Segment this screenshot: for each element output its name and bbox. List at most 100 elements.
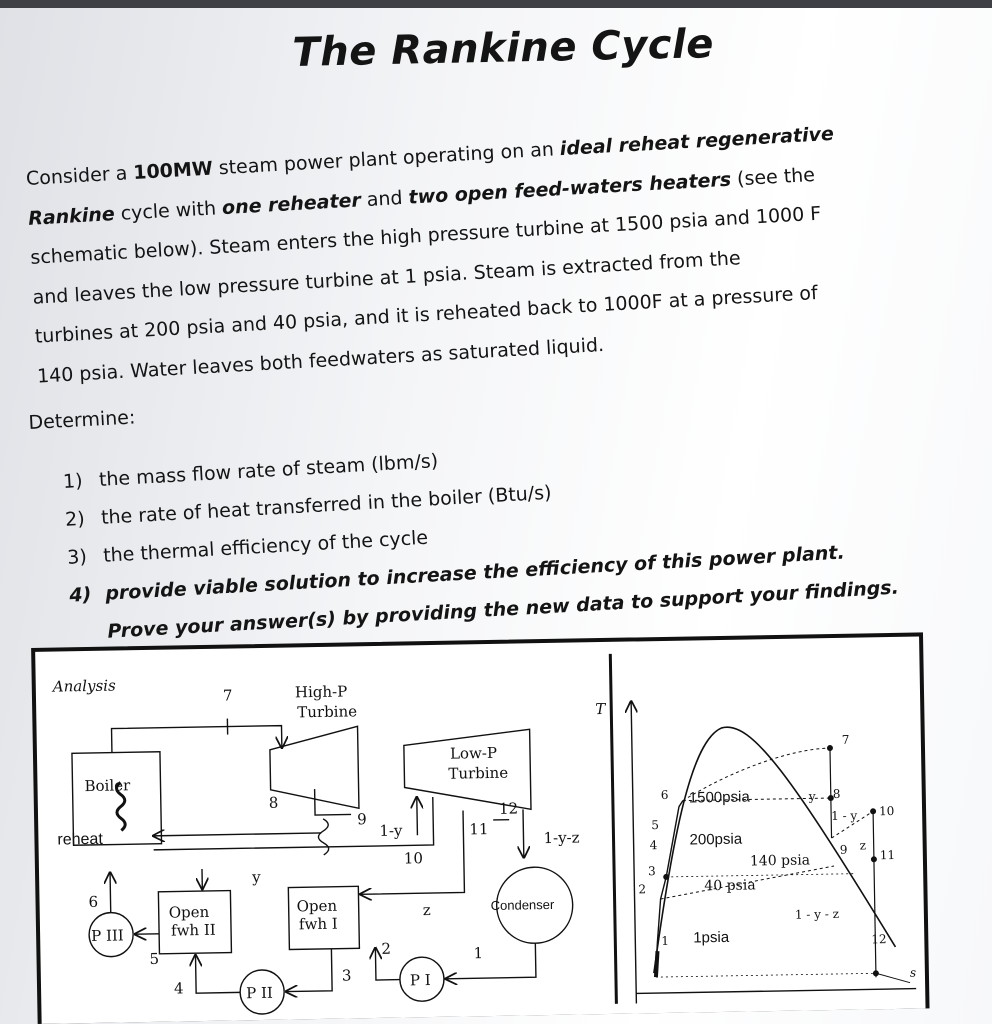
t-axis-label: T (595, 700, 606, 718)
p1-label: 1psia (693, 929, 730, 947)
state-5-label: 5 (149, 950, 159, 968)
reheater-count: one reheater (221, 188, 362, 219)
state-point (827, 795, 834, 802)
open-fwh-ii-box (157, 889, 233, 955)
ts-state-1-label: 1 (661, 934, 669, 948)
liquid-line (655, 800, 684, 972)
flow-1y-label: 1-y (379, 822, 403, 840)
panel-divider (608, 653, 618, 1004)
ts-state-8-label: 8 (833, 787, 841, 801)
state-point (663, 873, 670, 880)
lp-turbine-shape (403, 728, 532, 811)
pump-ii-label: P II (246, 984, 273, 1002)
text-span: and (360, 186, 410, 211)
ts-state-4-label: 4 (650, 838, 658, 852)
state-2-label: 2 (381, 940, 391, 958)
hp-expansion-line (829, 748, 833, 839)
pump-ii-outlet (195, 954, 241, 994)
text-span: Consider a (25, 161, 134, 190)
flow-1yz-label: 1-y-z (543, 828, 579, 847)
isobar-1500 (682, 797, 831, 802)
state-point (870, 856, 877, 863)
ts-state-12-label: 12 (871, 932, 887, 946)
s-axis-label: s (910, 966, 916, 980)
task-number: 2) (64, 507, 86, 531)
s-axis (636, 987, 917, 995)
state-point (872, 970, 879, 977)
schematic-figure: Analysis Boiler reheat 7 High-P Turbine … (30, 626, 937, 1024)
cycle-name: Rankine (27, 202, 116, 230)
state-6-label: 6 (88, 893, 98, 911)
fwh-i-to-pump-ii (285, 948, 333, 992)
fwh-i-label-1: Open (296, 897, 337, 916)
fwh-ii-label-1: Open (169, 903, 210, 922)
ts-flow-z-label: z (860, 838, 867, 852)
ts-state-5-label: 5 (651, 818, 659, 832)
cycle-type: ideal reheat regenerative (559, 122, 835, 161)
hp-exit-line (313, 789, 352, 816)
pump-iii-outlet (110, 873, 111, 913)
problem-statement: Consider a 100MW steam power plant opera… (25, 111, 917, 397)
state-4-label: 4 (174, 979, 184, 997)
ts-flow-1y-label: 1 - y (831, 809, 858, 823)
p1500-label: 1500psia (689, 788, 751, 806)
boiler-box (71, 751, 163, 846)
task-number: 4) (68, 583, 92, 607)
schematic-svg: Analysis Boiler reheat 7 High-P Turbine … (31, 632, 930, 1024)
state-point (826, 745, 833, 752)
reheat-coil-icon (115, 781, 127, 832)
pump-iii-label: P III (91, 926, 124, 945)
ts-state-2-label: 2 (638, 882, 646, 896)
ts-state-9-label: 9 (840, 843, 848, 857)
reheated-line-10 (153, 796, 435, 851)
state-7-label: 7 (223, 686, 233, 704)
isobar-40 (666, 873, 855, 878)
ts-state-11-label: 11 (880, 848, 896, 862)
open-fwh-i-box (287, 885, 361, 951)
ts-state-7-label: 7 (842, 733, 850, 747)
state-3-label: 3 (342, 966, 352, 984)
pump-i-label: P I (410, 971, 431, 989)
hp-turbine-label-1: High-P (295, 682, 348, 701)
hp-turbine-shape (269, 725, 360, 810)
state-point (870, 808, 877, 815)
state-12-label: 12 (499, 800, 518, 818)
condenser-to-pump-i (445, 943, 537, 979)
lp-expansion-line (872, 811, 877, 978)
state-10-label: 10 (404, 849, 423, 867)
lp-inlet-line (417, 797, 418, 836)
text-span: (see the (730, 163, 816, 191)
pump-compression-mark (653, 950, 660, 978)
power-rating: 100MW (132, 157, 214, 184)
ts-diagram: T s 1500psia 200psia 140 psia 40 psia 1p… (595, 700, 917, 1004)
ts-flow-1yz-label: 1 - y - z (795, 907, 839, 922)
superheat-curve (682, 747, 830, 802)
pump-i-outlet (375, 948, 400, 981)
p40-label: 40 psia (704, 877, 756, 894)
t-axis (631, 702, 636, 1004)
ts-state-6-label: 6 (661, 788, 669, 802)
state-8-label: 8 (269, 794, 279, 812)
p200-label: 200psia (689, 831, 742, 849)
reheat-return-line (153, 833, 322, 836)
lp-exit-line (523, 809, 524, 857)
p140-label: 140 psia (750, 852, 810, 869)
page-title: The Rankine Cycle (292, 21, 715, 76)
state-1-label: 1 (473, 944, 483, 962)
lp-extraction-line (462, 810, 465, 875)
boiler-label: Boiler (84, 776, 131, 795)
fwh-ii-label-2: fwh II (171, 921, 216, 940)
ts-flow-y-label: y (808, 789, 816, 803)
analysis-label: Analysis (51, 677, 117, 696)
saturation-dome (653, 726, 897, 974)
reheat-label: reheat (57, 831, 103, 849)
state-9-label: 9 (357, 810, 367, 828)
isobar-1 (655, 972, 876, 978)
reheat-line (831, 810, 874, 839)
extraction-line-y (317, 818, 330, 856)
condenser-label: Condenser (491, 897, 556, 913)
ts-state-10-label: 10 (879, 804, 895, 818)
hp-turbine-label-2: Turbine (297, 702, 357, 721)
ts-state-3-label: 3 (648, 864, 656, 878)
state-11-label: 11 (469, 820, 488, 838)
